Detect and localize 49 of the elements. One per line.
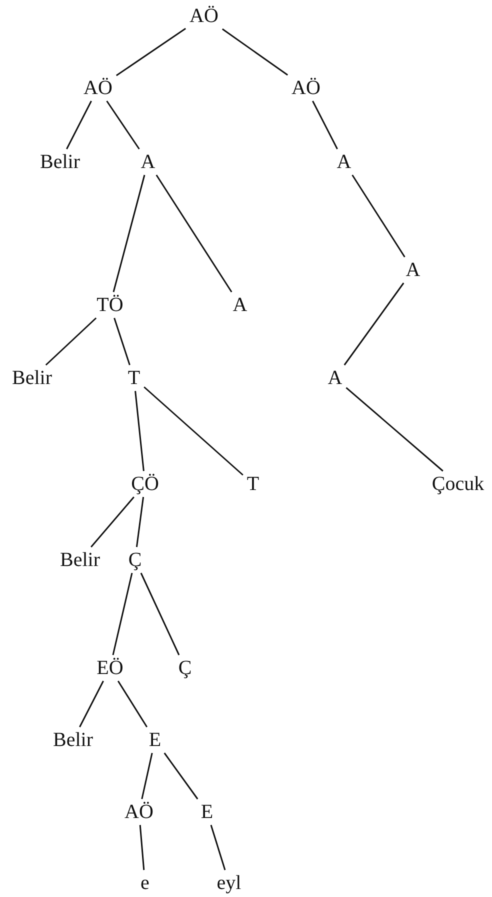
tree-branch-line <box>79 680 104 728</box>
tree-node-label: A <box>138 151 158 173</box>
tree-node-label: EÖ <box>94 657 126 679</box>
tree-branch-line <box>90 496 134 548</box>
tree-branch-line <box>352 174 406 258</box>
tree-node-label: e <box>138 872 152 894</box>
tree-branch-line <box>112 174 146 292</box>
tree-branch-line <box>210 824 226 870</box>
tree-branch-line <box>106 100 140 150</box>
tree-branch-line <box>144 386 244 476</box>
tree-branch-line <box>117 680 148 728</box>
tree-branch-line <box>66 100 92 150</box>
tree-branch-line <box>114 318 130 366</box>
tree-node-label: E <box>198 801 216 823</box>
tree-branch-line <box>222 28 288 76</box>
tree-node-label: AÖ <box>122 801 156 823</box>
tree-node-label: AÖ <box>82 77 114 99</box>
tree-branch-line <box>112 572 133 656</box>
tree-node-label: T <box>244 473 262 495</box>
tree-branch-line <box>140 572 180 656</box>
tree-node-label: ÇÖ <box>129 473 161 495</box>
tree-branch-line <box>344 282 404 366</box>
tree-node-label: A <box>404 259 422 281</box>
tree-node-label: eyl <box>214 872 244 894</box>
tree-branch-line <box>312 100 338 150</box>
tree-branch-line <box>164 752 198 800</box>
tree-node-label: Ç <box>126 549 144 571</box>
tree-node-label: T <box>126 367 142 389</box>
tree-node-label: Ç <box>176 657 194 679</box>
tree-branch-line <box>141 752 153 800</box>
tree-node-label: AÖ <box>188 5 220 27</box>
tree-node-label: Çocuk <box>430 473 486 495</box>
tree-node-label: Belir <box>10 367 54 389</box>
tree-node-label: TÖ <box>94 294 126 316</box>
tree-node-label: A <box>230 294 250 316</box>
tree-node-label: A <box>334 151 354 173</box>
tree-branch-line <box>45 317 97 366</box>
tree-node-label: E <box>146 729 164 751</box>
tree-branch-line <box>134 390 144 472</box>
tree-node-label: A <box>326 367 344 389</box>
tree-branch-line <box>136 496 144 548</box>
tree-branch-line <box>116 28 186 76</box>
tree-branch-line <box>346 387 444 472</box>
tree-branch-line <box>139 824 145 870</box>
tree-node-label: Belir <box>58 549 102 571</box>
tree-node-label: AÖ <box>290 77 322 99</box>
tree-node-label: Belir <box>38 151 82 173</box>
tree-branch-line <box>156 174 232 292</box>
tree-node-label: Belir <box>51 729 95 751</box>
